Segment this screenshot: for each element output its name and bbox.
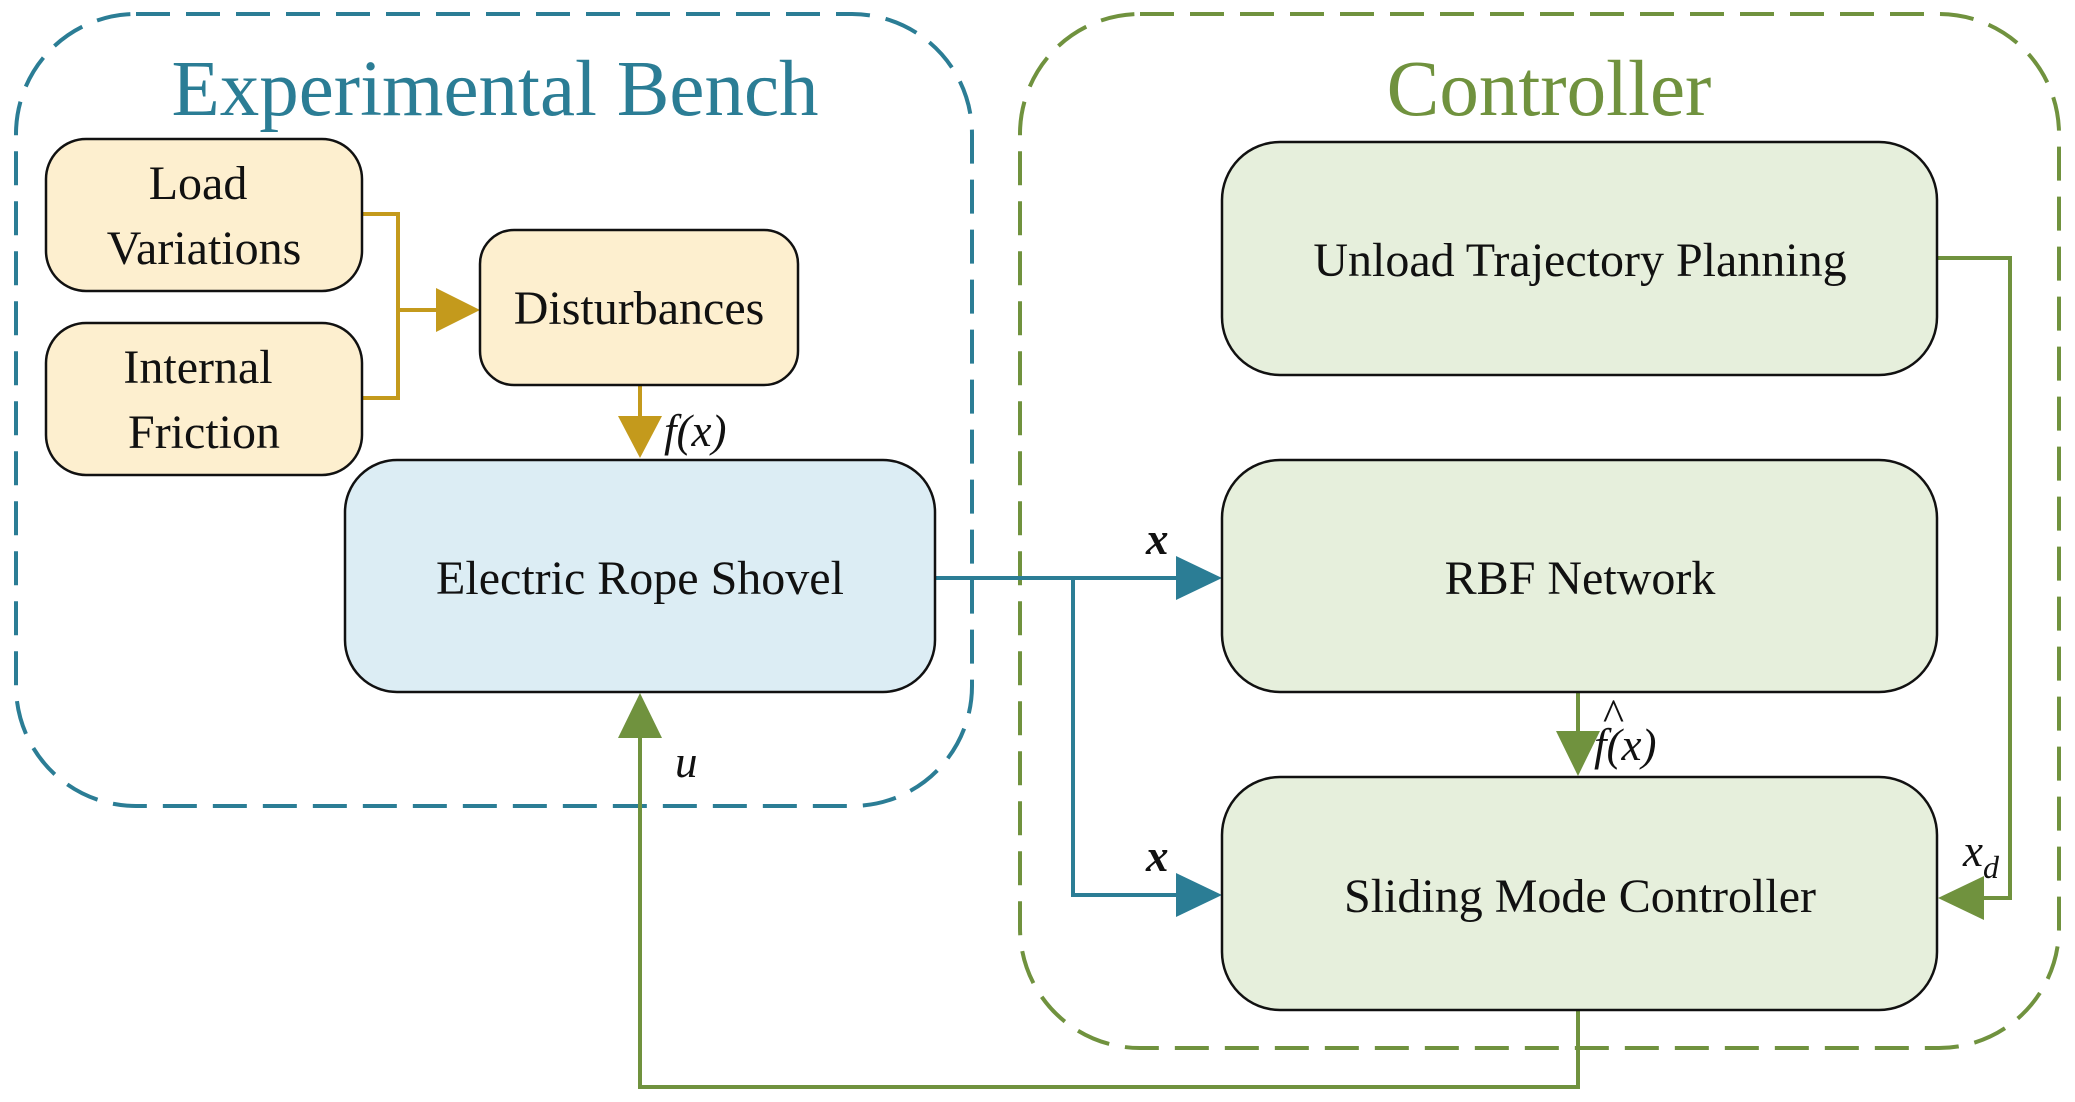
disturbances-input-arrowhead <box>436 288 480 332</box>
rbf-network-label: RBF Network <box>1445 552 1716 605</box>
sliding-mode-controller-box: Sliding Mode Controller <box>1220 775 1939 1012</box>
load-variations-line-1: Load <box>149 157 248 210</box>
state-to-rbf-arrowhead <box>1176 556 1222 600</box>
disturbances-label: Disturbances <box>514 282 765 335</box>
sliding-mode-controller-label: Sliding Mode Controller <box>1344 870 1816 923</box>
internal-friction-connector <box>362 308 438 400</box>
experimental-bench-title: Experimental Bench <box>171 46 818 133</box>
control-signal-label: u <box>675 737 698 787</box>
internal-friction-box: Internal Friction <box>44 321 364 477</box>
experimental-bench-group <box>14 12 974 808</box>
reference-arrowhead <box>1938 876 1984 920</box>
svg-text:Internal Friction: Internal Friction <box>123 341 284 459</box>
control-feedback-line <box>638 735 1580 1089</box>
disturbances-box: Disturbances <box>478 228 800 387</box>
trajectory-reference-line <box>1937 256 2012 900</box>
load-variations-line-2: Variations <box>107 222 302 275</box>
electric-rope-shovel-box: Electric Rope Shovel <box>343 458 937 694</box>
disturbance-force-arrowhead <box>618 416 662 458</box>
controller-title: Controller <box>1387 46 1712 133</box>
unload-trajectory-planning-box: Unload Trajectory Planning <box>1220 140 1939 377</box>
reference-signal-label: xd <box>1962 826 2000 885</box>
svg-text:Load Variations: Load Variations <box>107 157 302 275</box>
state-to-smc-line <box>1071 578 1180 897</box>
estimate-arrowhead <box>1556 731 1600 776</box>
disturbance-signal-label: f(x) <box>664 406 726 456</box>
internal-friction-line-1: Internal <box>123 341 272 394</box>
rbf-network-box: RBF Network <box>1220 458 1939 694</box>
load-variations-box: Load Variations <box>44 137 364 293</box>
reference-signal-subscript: d <box>1983 849 2000 885</box>
control-input-arrowhead <box>618 693 662 738</box>
electric-rope-shovel-label: Electric Rope Shovel <box>436 552 844 605</box>
state-to-smc-arrowhead <box>1176 873 1222 917</box>
internal-friction-line-2: Friction <box>128 406 280 459</box>
controller-group <box>1018 12 2061 1050</box>
estimate-hat-mark: ^ <box>1602 690 1624 740</box>
state-signal-label-rbf: x <box>1145 514 1169 564</box>
estimate-signal-label: f(x) <box>1594 720 1656 770</box>
state-signal-label-smc: x <box>1145 831 1169 881</box>
load-variations-connector <box>362 212 400 310</box>
unload-trajectory-planning-label: Unload Trajectory Planning <box>1313 234 1846 287</box>
reference-signal-base: x <box>1962 826 1983 876</box>
